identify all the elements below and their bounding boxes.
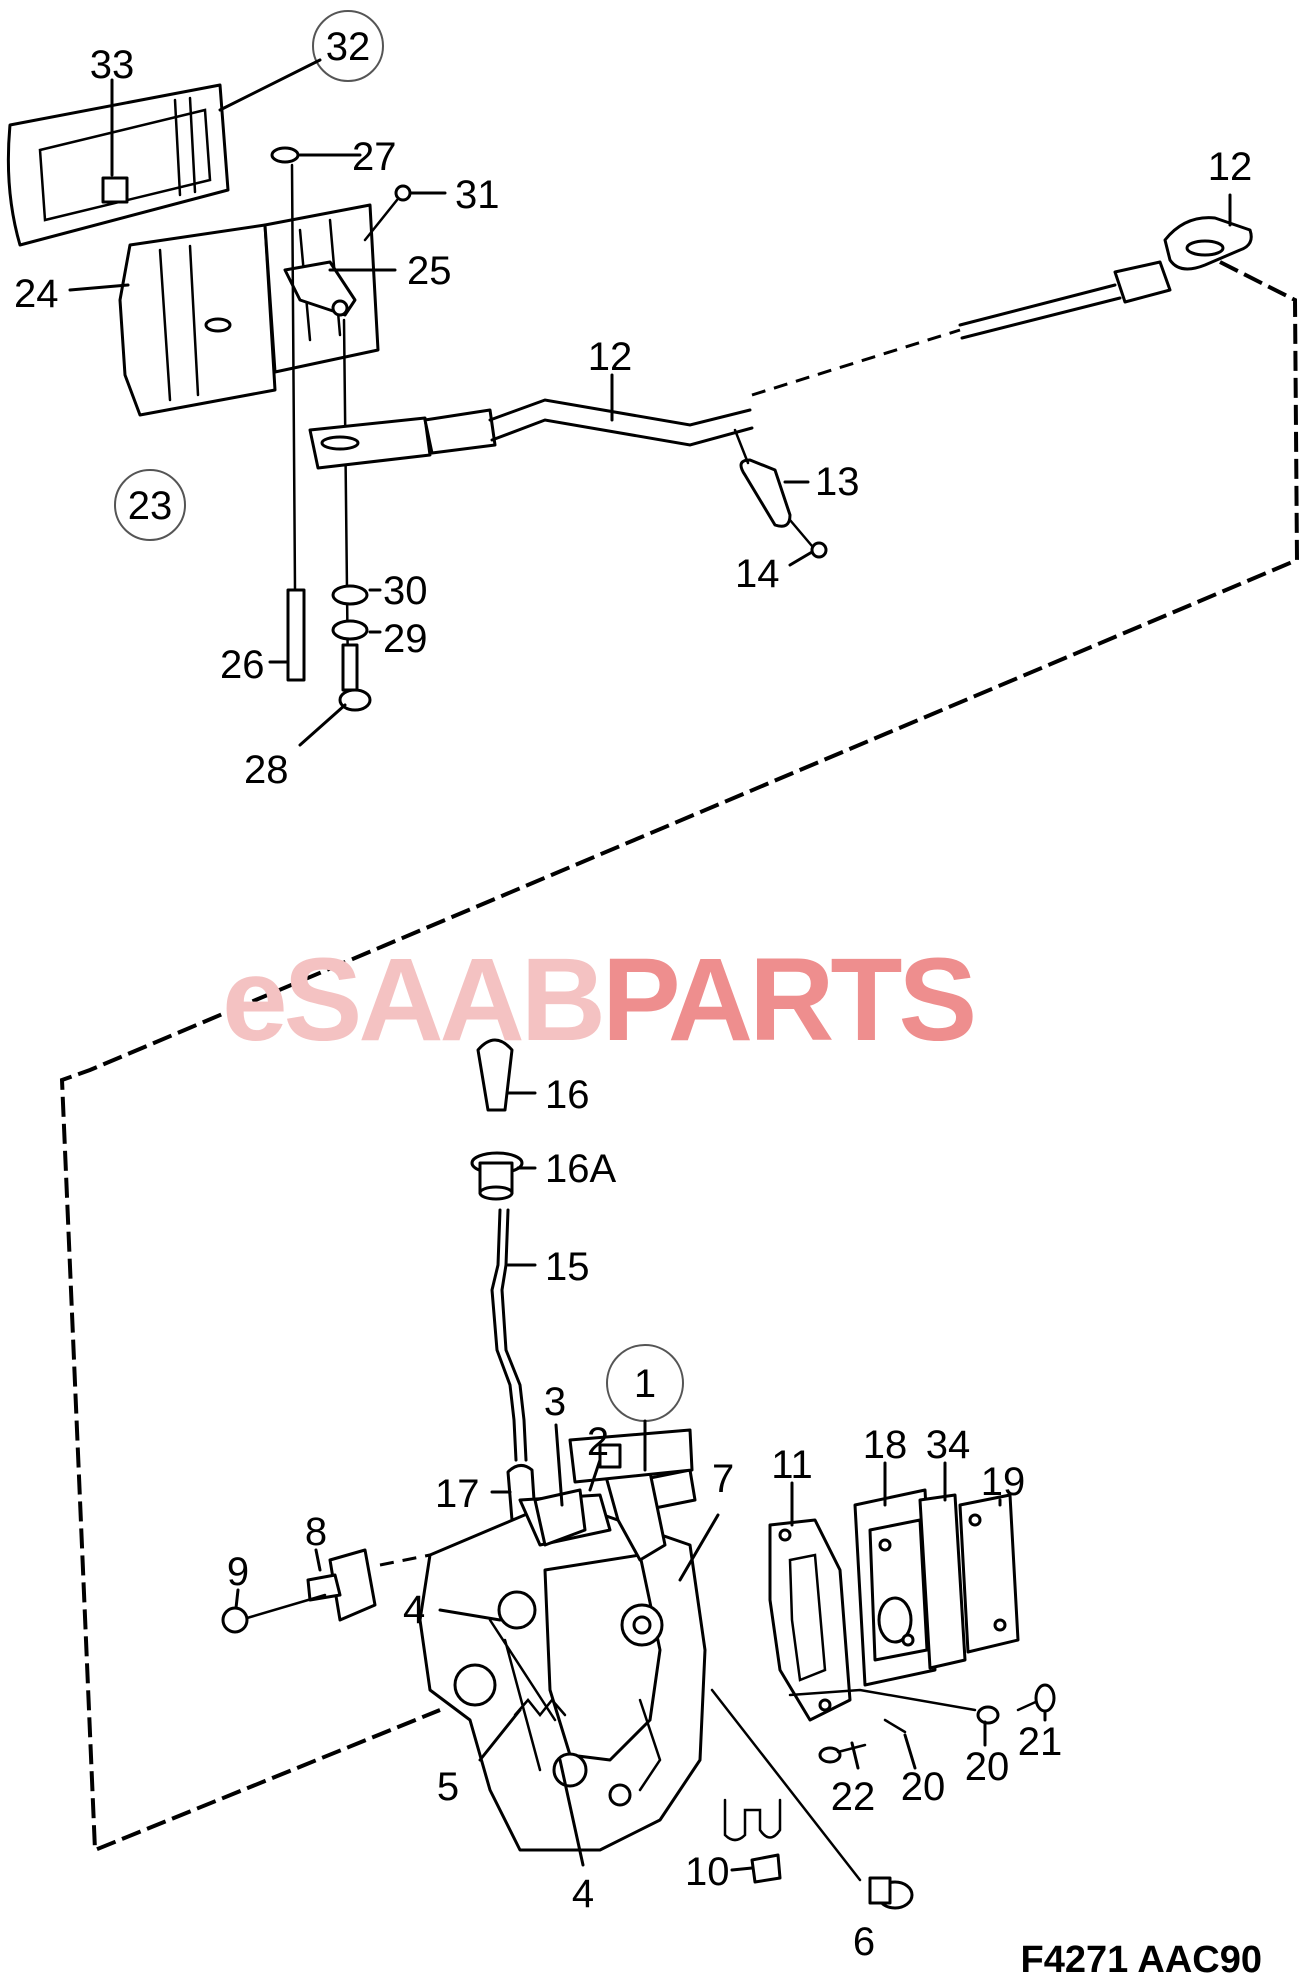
callout-16a: 16A [545,1147,616,1191]
striker-plate-18 [853,1488,937,1687]
screw-22 [818,1743,867,1764]
callout-31: 31 [455,173,500,217]
leader-7 [678,1513,720,1582]
leader-32 [218,58,322,112]
callout-4-bottom: 4 [572,1872,594,1916]
callout-10: 10 [685,1850,730,1894]
leader-14 [788,550,814,567]
rod-15 [490,1208,528,1462]
outer-handle-33 [6,83,230,247]
callout-6: 6 [853,1920,875,1964]
callout-18: 18 [863,1423,908,1467]
callout-27: 27 [352,135,397,179]
callout-8: 8 [305,1510,327,1554]
rod-12-upper-left [308,398,754,470]
bracket-axis [379,1553,431,1567]
rod-gap-dashed [751,328,961,397]
callout-4-top: 4 [403,1588,425,1632]
callout-29: 29 [383,617,428,661]
figure-code: F4271 AAC90 [1021,1939,1263,1981]
callout-labels: 32 33 27 31 24 25 23 12 12 13 14 30 29 2… [14,25,1252,1964]
callout-15: 15 [545,1245,590,1289]
watermark-parts: PARTS [602,934,973,1066]
screw-21 [1016,1683,1056,1713]
callout-32: 32 [326,25,371,69]
callout-22: 22 [831,1775,876,1819]
leader-9 [234,1588,240,1610]
bolt-28 [338,643,372,712]
callout-17: 17 [435,1472,480,1516]
pin-26 [286,588,306,682]
callout-14: 14 [735,552,780,596]
shim-34 [918,1493,967,1670]
lock-body-1 [418,1428,707,1852]
washer-29 [331,619,369,641]
callout-19: 19 [981,1460,1026,1504]
callout-20-left: 20 [901,1765,946,1809]
leader-24 [68,283,130,292]
callout-9: 9 [227,1550,249,1594]
callout-12-mid: 12 [588,335,633,379]
callout-30: 30 [383,569,428,613]
lever-25 [283,260,357,317]
grommet-16a [470,1151,524,1201]
rod-12-upper-right [958,216,1253,340]
clip-13 [733,428,792,528]
callout-21: 21 [1018,1720,1063,1764]
linkage-rod-dashed [59,260,1300,1853]
callout-circle-23 [114,469,186,541]
lock-knob-16 [476,1038,514,1112]
leader-22 [850,1741,860,1770]
callout-23: 23 [128,484,173,528]
callout-34: 34 [926,1423,971,1467]
bracket-8 [306,1548,377,1622]
spring-clip-10 [723,1798,782,1884]
callout-2: 2 [587,1420,609,1464]
leader-4-top [438,1608,502,1622]
leader-28 [298,703,347,747]
pin-axis-26 [290,163,297,592]
gasket-axis [788,1688,977,1712]
callout-circle-32 [312,10,384,82]
callout-3: 3 [544,1380,566,1424]
callout-11: 11 [771,1443,813,1487]
leader-5 [478,1708,522,1762]
washer-20-right [976,1705,1000,1725]
watermark-esaab: eSAAB [222,934,602,1066]
screw-6 [710,1688,914,1910]
callout-12-right: 12 [1208,145,1253,189]
washer-30 [331,584,369,606]
backing-plate-19 [958,1493,1020,1654]
washer-20-left [883,1718,907,1734]
callout-1: 1 [634,1362,656,1406]
callout-7: 7 [712,1457,734,1501]
leader-4-bottom [558,1758,585,1867]
callout-28: 28 [244,748,289,792]
leader-3 [554,1423,564,1507]
washer-27 [270,146,300,164]
callout-20-right: 20 [965,1745,1010,1789]
leader-2 [588,1458,602,1492]
callout-26: 26 [220,643,265,687]
gasket-11 [768,1518,852,1722]
callout-13: 13 [815,460,860,504]
leader-8 [314,1548,322,1572]
callout-25: 25 [407,249,452,293]
callout-33: 33 [90,43,135,87]
callout-16: 16 [545,1073,590,1117]
screw-14 [788,518,828,559]
callout-24: 24 [14,272,59,316]
leader-10 [730,1866,754,1872]
callout-5: 5 [437,1765,459,1809]
leader-20-left [903,1733,917,1770]
watermark: eSAABPARTS [222,934,973,1066]
